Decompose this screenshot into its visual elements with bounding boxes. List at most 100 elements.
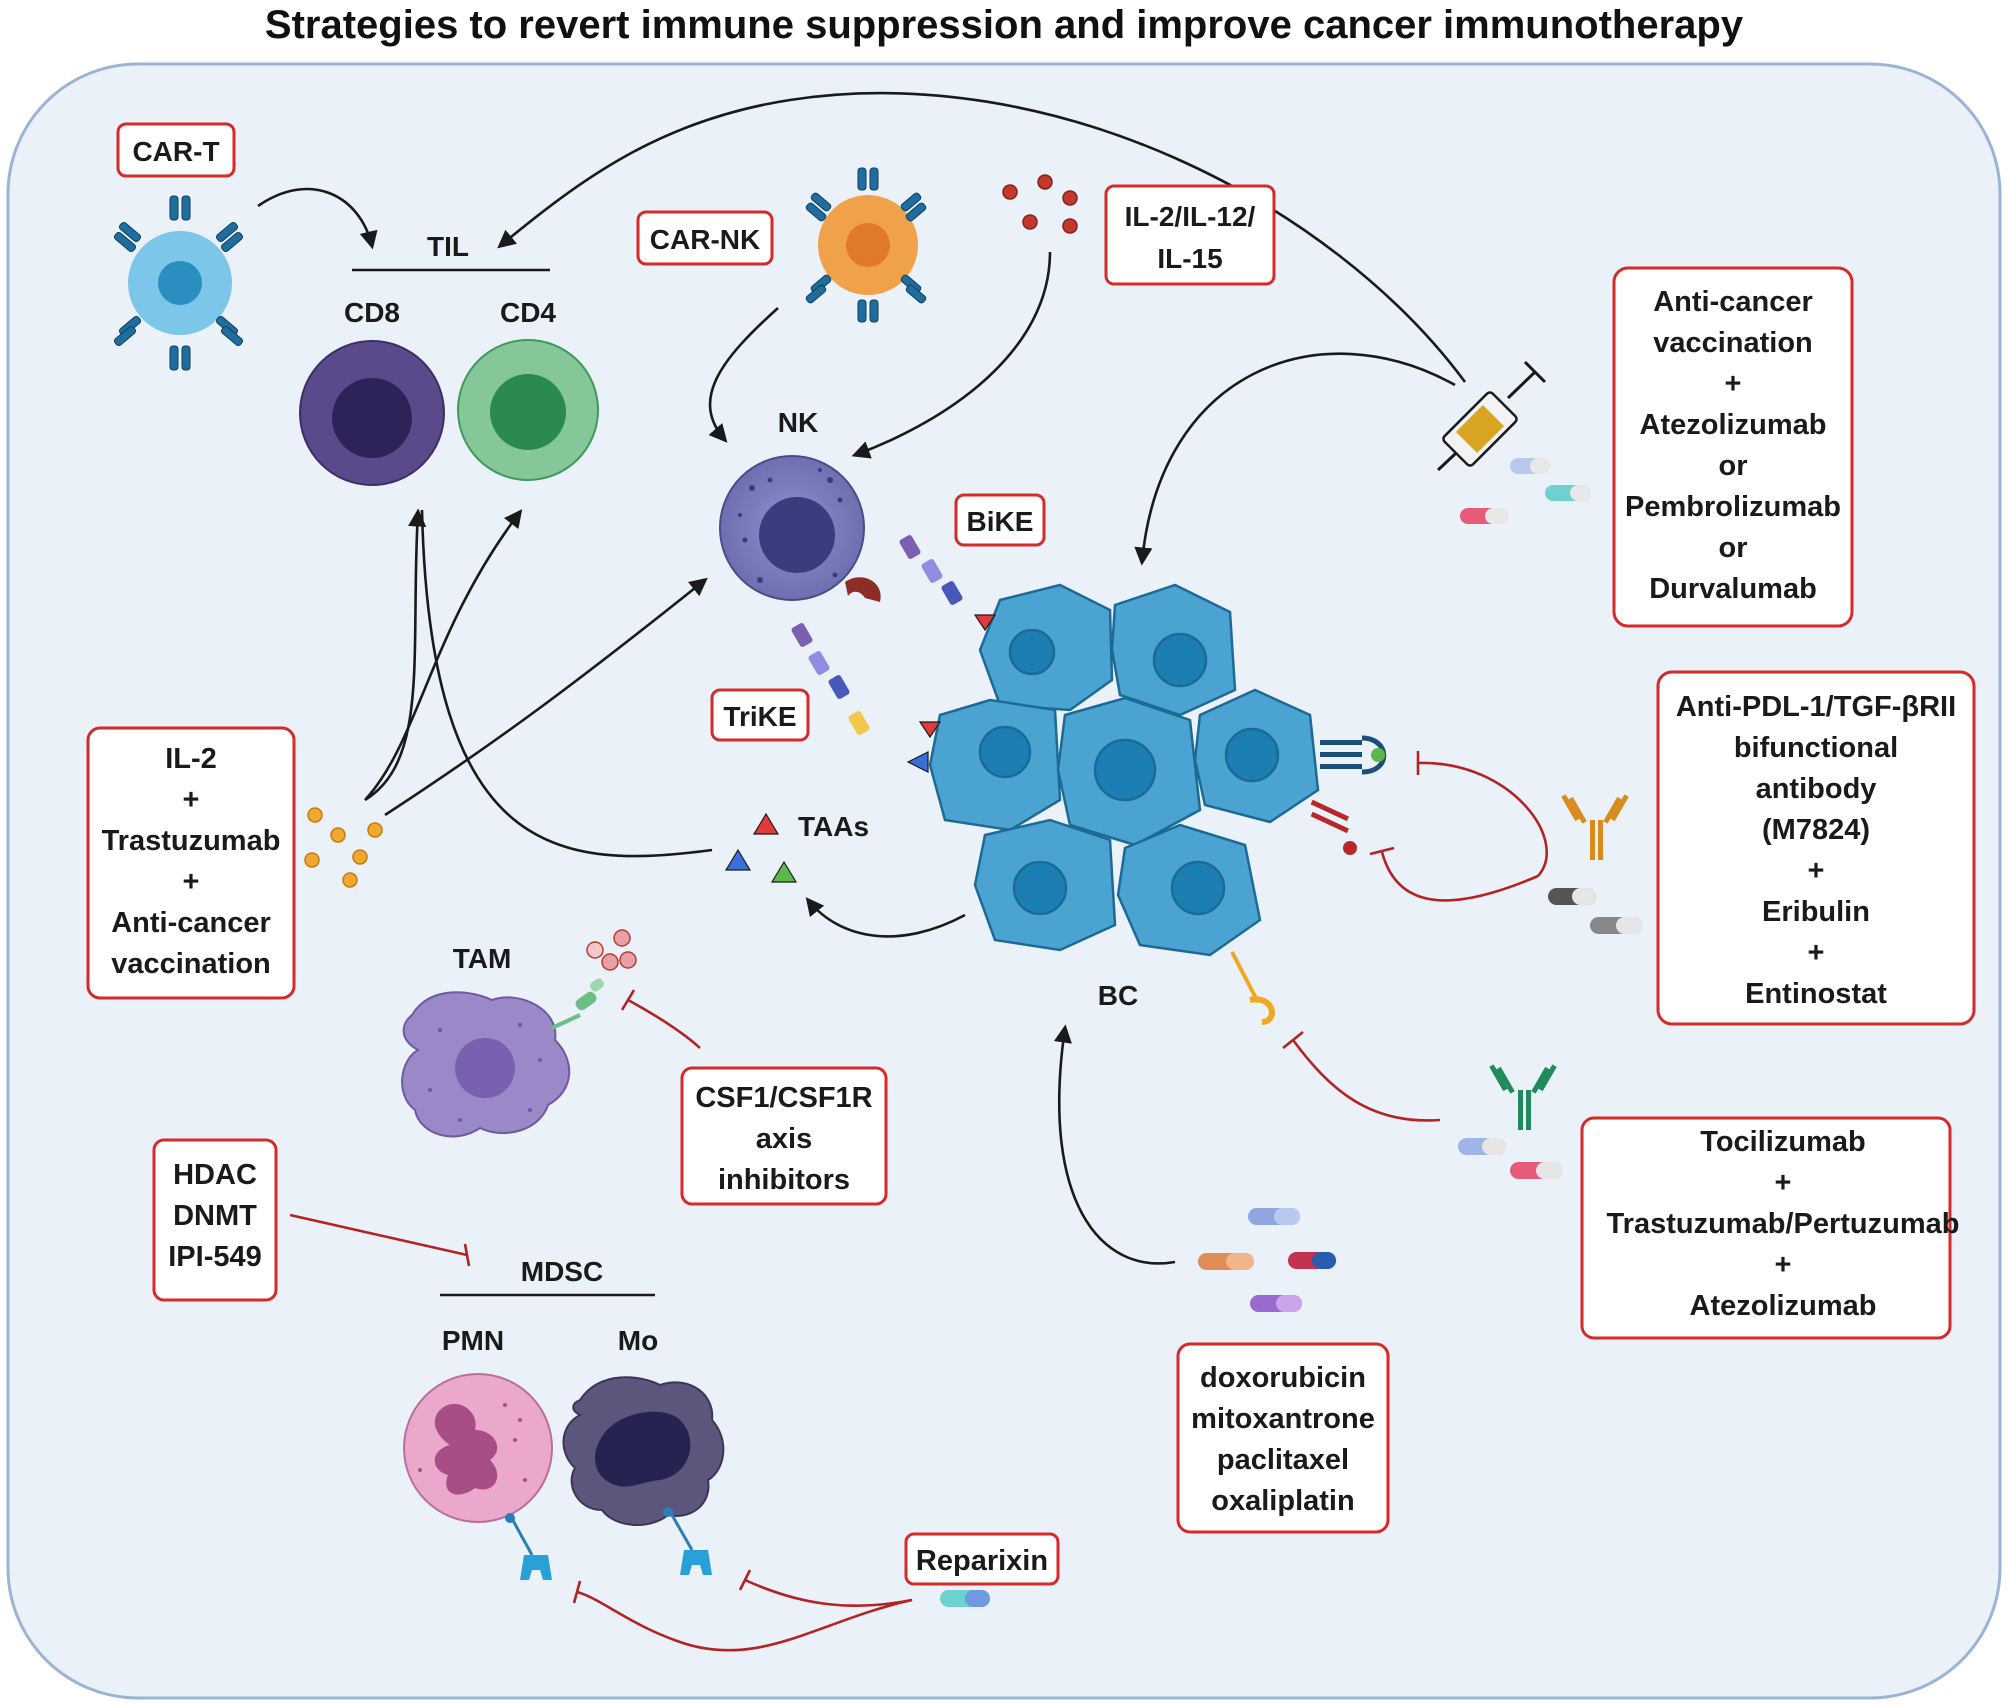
svg-text:Anti-cancer: Anti-cancer bbox=[111, 907, 271, 939]
svg-text:Trastuzumab: Trastuzumab bbox=[102, 825, 281, 857]
cd8-label: CD8 bbox=[344, 297, 400, 328]
svg-text:DNMT: DNMT bbox=[173, 1200, 257, 1232]
svg-text:TriKE: TriKE bbox=[723, 701, 796, 732]
drug-pills-tocilizumab bbox=[1458, 1138, 1562, 1179]
box-car-nk: CAR-NK bbox=[636, 210, 774, 266]
arrow-taas-to-cd8 bbox=[420, 509, 713, 858]
svg-text:vaccination: vaccination bbox=[1653, 327, 1813, 359]
tam-cell bbox=[401, 978, 605, 1138]
taa-triangles bbox=[724, 812, 798, 883]
inhibit-reparixin-mo bbox=[744, 1578, 913, 1607]
svg-text:oxaliplatin: oxaliplatin bbox=[1211, 1485, 1354, 1517]
svg-text:+: + bbox=[1775, 1249, 1792, 1281]
box-il2-trastuzumab: IL-2 + Trastuzumab + Anti-cancer vaccina… bbox=[86, 726, 296, 1000]
tgf-beta-receptor bbox=[1310, 799, 1357, 855]
svg-text:Atezolizumab: Atezolizumab bbox=[1640, 409, 1827, 441]
arrow-il2-to-cd8 bbox=[364, 508, 427, 802]
cd8-cell bbox=[299, 340, 445, 486]
box-il-cytokines: IL-2/IL-12/ IL-15 bbox=[1104, 184, 1276, 286]
bike-molecule bbox=[899, 535, 963, 605]
cytokine-dots bbox=[1002, 174, 1078, 234]
box-chemo: doxorubicin mitoxantrone paclitaxel oxal… bbox=[1176, 1342, 1390, 1534]
svg-text:Tocilizumab: Tocilizumab bbox=[1700, 1126, 1865, 1158]
arrow-il2-to-nk bbox=[384, 577, 708, 817]
drug-pills-bifunctional bbox=[1548, 888, 1642, 934]
bc-label: BC bbox=[1098, 980, 1138, 1011]
svg-text:Eribulin: Eribulin bbox=[1762, 896, 1870, 928]
box-reparixin: Reparixin bbox=[904, 1532, 1060, 1586]
arrow-il2-to-cd4 bbox=[364, 509, 523, 801]
pmn-label: PMN bbox=[442, 1325, 504, 1356]
tumor-surface-antigens bbox=[906, 614, 997, 773]
svg-text:Anti-cancer: Anti-cancer bbox=[1653, 286, 1813, 318]
svg-text:bifunctional: bifunctional bbox=[1734, 732, 1898, 764]
nk-label: NK bbox=[778, 407, 818, 438]
svg-text:IL-15: IL-15 bbox=[1157, 243, 1222, 274]
inhibit-reparixin-pmn bbox=[576, 1590, 913, 1652]
box-trike: TriKE bbox=[710, 688, 810, 742]
svg-text:+: + bbox=[1775, 1167, 1792, 1199]
cd4-label: CD4 bbox=[500, 297, 556, 328]
tam-label: TAM bbox=[453, 943, 512, 974]
svg-text:vaccination: vaccination bbox=[111, 948, 271, 980]
mo-label: Mo bbox=[618, 1325, 658, 1356]
il2-dots bbox=[304, 807, 383, 888]
box-tocilizumab: Tocilizumab + Trastuzumab/Pertuzumab + A… bbox=[1580, 1116, 1960, 1340]
arrow-cart-to-til bbox=[257, 187, 378, 250]
svg-text:IL-2: IL-2 bbox=[165, 743, 217, 775]
box-car-t: CAR-T bbox=[116, 122, 236, 178]
drug-pills-vaccination bbox=[1460, 458, 1591, 524]
inhibit-bifunctional-tgfb bbox=[1380, 851, 1539, 902]
pmn-cell bbox=[403, 1373, 553, 1580]
car-t-cell bbox=[113, 195, 244, 371]
svg-text:Pembrolizumab: Pembrolizumab bbox=[1625, 491, 1841, 523]
mo-cell bbox=[562, 1376, 725, 1575]
svg-text:mitoxantrone: mitoxantrone bbox=[1191, 1403, 1375, 1435]
arrow-vaccine-to-bc bbox=[1134, 352, 1456, 566]
svg-text:axis: axis bbox=[756, 1123, 812, 1155]
inhibit-csf1r bbox=[627, 998, 701, 1049]
svg-text:+: + bbox=[183, 866, 200, 898]
inhibition-lines bbox=[289, 751, 1548, 1652]
svg-text:or: or bbox=[1719, 450, 1748, 482]
svg-text:HDAC: HDAC bbox=[173, 1159, 257, 1191]
antibody-m7824-icon bbox=[1561, 794, 1629, 860]
svg-text:Atezolizumab: Atezolizumab bbox=[1690, 1290, 1877, 1322]
box-bike: BiKE bbox=[954, 493, 1046, 547]
svg-text:+: + bbox=[1808, 855, 1825, 887]
taas-label: TAAs bbox=[798, 811, 869, 842]
pd-l1-receptor bbox=[1320, 735, 1387, 775]
svg-text:CSF1/CSF1R: CSF1/CSF1R bbox=[695, 1082, 872, 1114]
svg-text:BiKE: BiKE bbox=[967, 506, 1034, 537]
antibody-tocilizumab-icon bbox=[1489, 1064, 1557, 1130]
il6-receptor bbox=[1230, 951, 1275, 1025]
trike-molecule bbox=[791, 623, 870, 735]
svg-text:+: + bbox=[1808, 937, 1825, 969]
box-hdac: HDAC DNMT IPI-549 bbox=[152, 1138, 278, 1302]
breast-cancer-cluster bbox=[928, 583, 1320, 957]
svg-text:+: + bbox=[1725, 368, 1742, 400]
syringe-icon bbox=[1436, 360, 1547, 472]
svg-text:Entinostat: Entinostat bbox=[1745, 978, 1887, 1010]
arrow-vaccine-to-til bbox=[497, 91, 1467, 383]
til-label: TIL bbox=[427, 231, 469, 262]
svg-text:Trastuzumab/Pertuzumab: Trastuzumab/Pertuzumab bbox=[1607, 1208, 1960, 1240]
svg-text:inhibitors: inhibitors bbox=[718, 1164, 850, 1196]
svg-text:doxorubicin: doxorubicin bbox=[1200, 1362, 1366, 1394]
inhibit-bifunctional-pdl1 bbox=[1417, 761, 1548, 877]
box-vaccination: Anti-cancer vaccination + Atezolizumab o… bbox=[1612, 266, 1854, 628]
mdsc-label: MDSC bbox=[521, 1256, 603, 1287]
arrow-chemo-to-bc bbox=[1053, 1024, 1176, 1265]
csf1-dots bbox=[586, 929, 637, 971]
nk-cell bbox=[719, 455, 881, 602]
svg-text:IL-2/IL-12/: IL-2/IL-12/ bbox=[1125, 201, 1256, 232]
arrow-bc-to-taas bbox=[805, 897, 966, 938]
svg-text:CAR-T: CAR-T bbox=[132, 136, 219, 167]
svg-text:CAR-NK: CAR-NK bbox=[650, 224, 760, 255]
arrow-il-to-nk bbox=[851, 251, 1052, 459]
box-bifunctional: Anti-PDL-1/TGF-βRII bifunctional antibod… bbox=[1656, 670, 1976, 1026]
svg-text:+: + bbox=[183, 784, 200, 816]
inhibit-tocilizumab bbox=[1291, 1039, 1441, 1122]
car-nk-cell bbox=[805, 167, 927, 323]
svg-text:IPI-549: IPI-549 bbox=[168, 1241, 262, 1273]
